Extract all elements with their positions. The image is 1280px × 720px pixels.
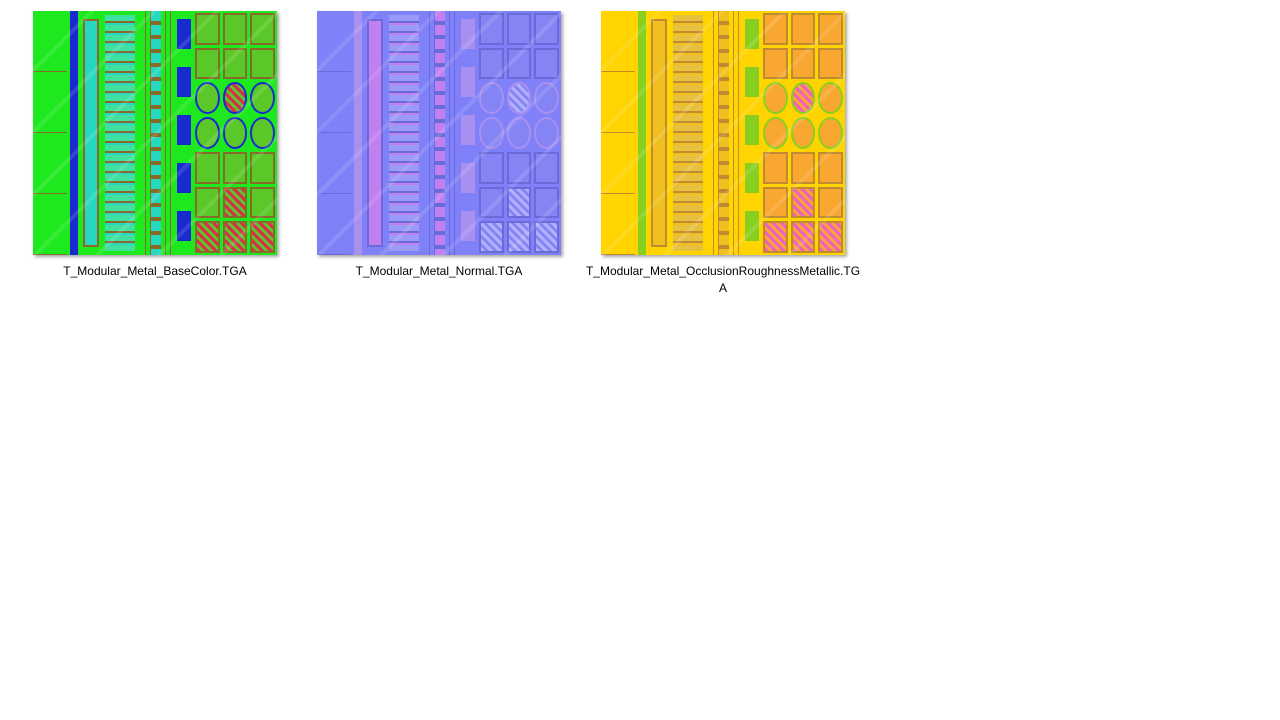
file-thumbnail[interactable] — [601, 11, 845, 255]
texture-grid — [479, 13, 559, 253]
file-name[interactable]: T_Modular_Metal_OcclusionRoughnessMetall… — [585, 264, 861, 295]
texture-pills — [177, 19, 191, 249]
texture-slot — [367, 19, 383, 247]
texture-grid — [195, 13, 275, 253]
texture-pills — [745, 19, 759, 249]
watermark — [601, 11, 845, 255]
texture-bar — [354, 11, 362, 255]
file-name[interactable]: T_Modular_Metal_Normal.TGA — [355, 264, 523, 278]
texture-slot — [83, 19, 99, 247]
file-thumbnail[interactable] — [33, 11, 277, 255]
texture-panel — [33, 11, 67, 255]
file-item[interactable]: T_Modular_Metal_BaseColor.TGA — [13, 6, 297, 280]
texture-bar — [70, 11, 78, 255]
texture-panel — [601, 11, 635, 255]
texture-slot — [651, 19, 667, 247]
texture-ribs — [673, 15, 703, 251]
texture-chain — [151, 11, 161, 255]
file-item[interactable]: T_Modular_Metal_OcclusionRoughnessMetall… — [581, 6, 865, 297]
texture-chain — [719, 11, 729, 255]
file-item[interactable]: T_Modular_Metal_Normal.TGA — [297, 6, 581, 280]
texture-panel — [317, 11, 351, 255]
file-name[interactable]: T_Modular_Metal_BaseColor.TGA — [63, 264, 247, 278]
texture-grid — [763, 13, 843, 253]
watermark — [33, 11, 277, 255]
texture-ribs — [105, 15, 135, 251]
watermark — [317, 11, 561, 255]
texture-chain — [435, 11, 445, 255]
texture-bar — [638, 11, 646, 255]
file-thumbnail[interactable] — [317, 11, 561, 255]
texture-ribs — [389, 15, 419, 251]
texture-pills — [461, 19, 475, 249]
